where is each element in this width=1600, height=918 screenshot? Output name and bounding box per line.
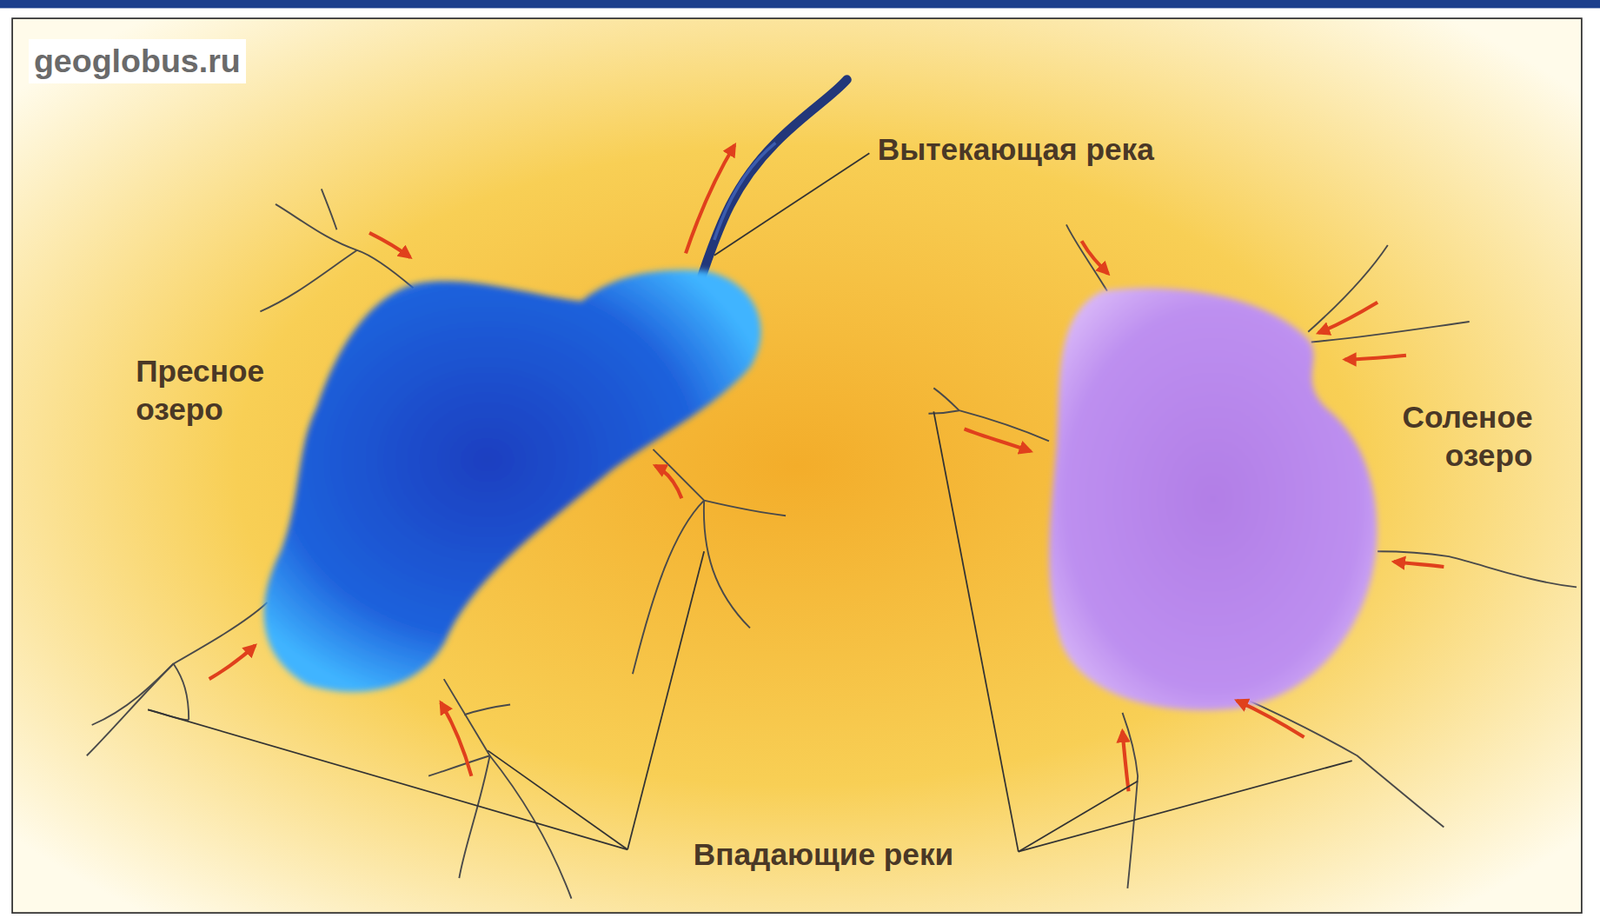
tributaries [86,188,786,898]
fresh-lake-label: Пресное озеро [135,351,299,429]
outflow-river-channel [714,142,776,240]
salt-lake [1048,287,1378,711]
fresh-lake [264,270,762,692]
outflow-river [702,79,848,277]
leader-lines [147,152,1352,851]
top-band [0,0,1600,8]
inflow-label: Впадающие реки [693,835,954,874]
watermark: geoglobus.ru [28,39,246,84]
salt-lake-label: Соленое озеро [1354,398,1533,475]
flow-arrows [209,145,1445,792]
ground [12,18,1582,913]
outflow-label: Вытекающая река [877,130,1155,169]
tributaries [928,224,1577,889]
